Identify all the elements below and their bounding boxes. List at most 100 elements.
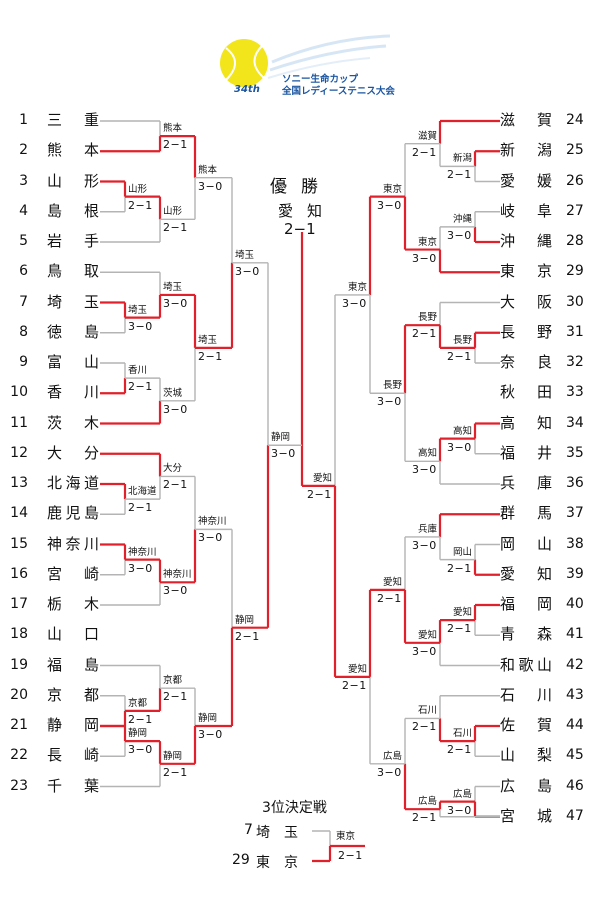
team-name: 奈良 [500,353,552,371]
champion-score: 2−1 [284,220,316,238]
team-name: 群馬 [500,504,552,523]
logo-line2: 全国レディーステニス大会 [282,86,395,97]
team-name: 北海道 [47,474,99,492]
match-score: 2−1 [447,561,472,575]
match-score: 3−0 [198,728,223,741]
team-number: 5 [19,233,28,249]
match-winner-label: 京都 [163,675,183,687]
match-winner-label: 静岡 [271,432,291,444]
team-number: 24 [566,112,584,128]
team-number: 16 [10,565,28,582]
match-score: 2−1 [447,349,472,363]
team-number: 37 [566,505,584,522]
match-winner-label: 新潟 [453,153,473,165]
team-name: 青森 [500,625,552,644]
match-score: 2−1 [163,690,188,704]
team-number: 2 [19,142,28,159]
match-score: 3−0 [128,561,153,575]
match-score: 3−0 [163,296,188,310]
team-name: 熊本 [47,141,99,160]
match-winner-label: 埼玉 [163,281,183,293]
team-number: 45 [566,747,584,764]
match-score: 2−1 [198,349,223,363]
team-number: 20 [10,686,28,703]
match-score: 2−1 [163,138,188,152]
team-name: 栃木 [47,595,99,613]
match-score: 3−0 [271,447,296,461]
match-winner-label: 北海道 [128,486,157,498]
team-name: 山形 [47,171,99,190]
match-score: 2−1 [412,720,437,734]
team-name: 静岡 [47,716,99,734]
team-number: 8 [19,323,28,340]
team-name: 香川 [47,383,99,402]
match-winner-label: 京都 [128,697,148,709]
team-name: 沖縄 [500,232,552,250]
match-score: 3−0 [163,584,188,598]
third-place-team2-name: 東京 [256,855,312,871]
third-place-team1-no: 7 [244,822,253,838]
team-number: 39 [566,565,584,582]
match-score: 3−0 [198,531,223,545]
team-name: 広島 [500,776,552,795]
match-score: 2−1 [163,765,188,779]
team-name: 富山 [47,353,99,371]
team-name: 和歌山 [500,655,552,674]
team-name: 山口 [47,625,99,644]
match-winner-label: 神奈川 [198,516,227,528]
match-winner-label: 愛知 [348,663,368,675]
team-name: 神奈川 [47,534,99,553]
match-score: 2−1 [163,478,188,492]
match-score: 3−0 [163,402,188,416]
match-winner-label: 石川 [453,728,473,740]
match-winner-label: 神奈川 [163,569,192,581]
team-number: 28 [566,233,584,249]
match-winner-label: 茨城 [163,387,183,399]
team-name: 福井 [500,443,552,462]
match-winner-label: 長野 [383,380,403,392]
match-winner-label: 大分 [163,463,183,475]
match-score: 3−0 [412,463,437,477]
team-number: 10 [10,384,28,401]
match-winner-label: 静岡 [128,728,148,740]
team-name: 秋田 [500,383,552,402]
team-name: 福岡 [500,595,552,613]
match-score: 3−0 [412,538,437,552]
team-number: 44 [566,717,584,733]
team-name: 石川 [500,685,552,704]
team-number: 15 [10,535,28,552]
team-name: 福島 [47,655,99,674]
team-number: 26 [566,172,584,189]
team-number: 11 [10,414,28,431]
team-name: 高知 [500,413,552,432]
match-winner-label: 山形 [128,183,148,195]
team-name: 岡山 [500,534,552,553]
team-name: 兵庫 [500,474,552,492]
third-place-team1-name: 埼玉 [256,825,312,841]
match-score: 2−1 [447,622,472,636]
match-score: 3−0 [128,743,153,757]
team-name: 岩手 [47,232,99,250]
team-name: 宮城 [500,806,552,825]
team-number: 41 [566,626,584,643]
team-name: 岐阜 [500,201,552,220]
team-number: 27 [566,202,584,219]
third-place-title: 3位決定戦 [262,800,327,816]
team-number: 40 [566,596,584,612]
team-number: 6 [19,263,28,280]
team-number: 36 [566,475,584,491]
match-winner-label: 高知 [453,425,473,437]
logo-line1: ソニー生命カップ [282,74,359,85]
match-winner-label: 広島 [418,796,438,808]
team-number: 34 [566,414,584,431]
match-winner-label: 兵庫 [418,523,438,535]
team-name: 鳥取 [47,262,99,281]
team-name: 茨木 [47,413,99,432]
match-score: 2−1 [412,811,437,825]
team-name: 島根 [47,201,99,220]
third-place-winner: 東京 [336,831,356,842]
match-score: 3−0 [377,765,402,779]
team-name: 愛知 [500,564,552,583]
